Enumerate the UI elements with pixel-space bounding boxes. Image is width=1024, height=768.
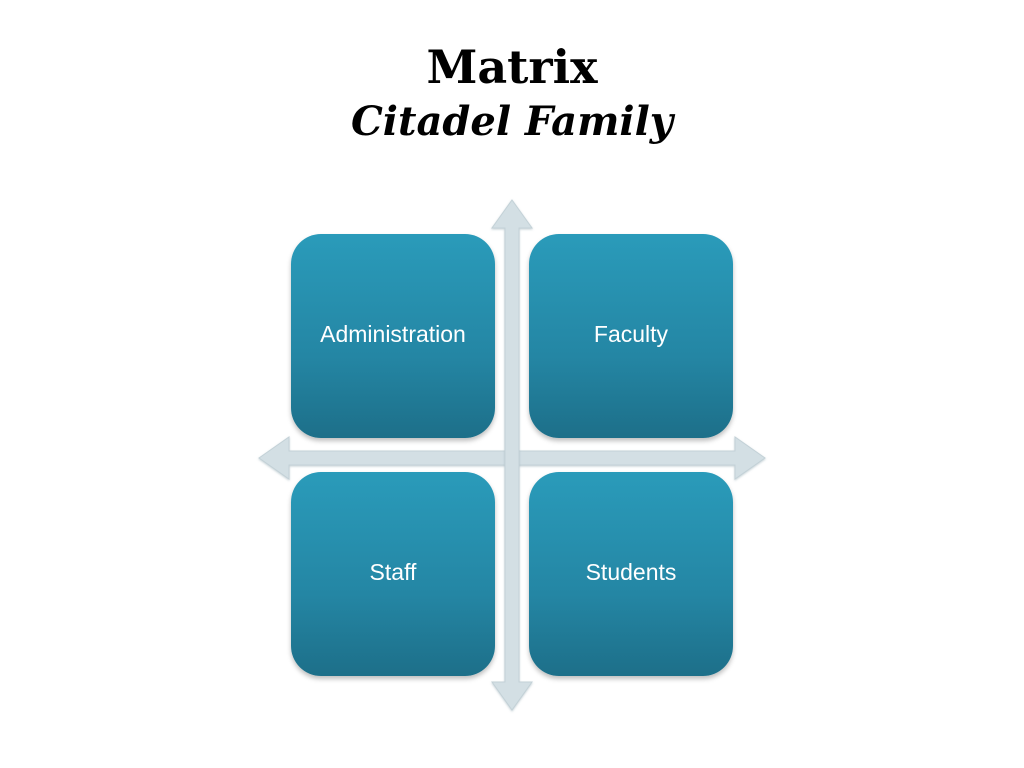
quadrant-label: Faculty [593,320,669,347]
quadrant-students[interactable]: Students [529,472,733,676]
slide-heading: Matrix [426,40,598,94]
slide-subheading: Citadel Family [350,98,674,145]
quadrant-label: Staff [369,558,417,585]
quadrant-label: Administration [320,320,466,347]
slide-title: Matrix Citadel Family [0,38,1024,148]
quadrant-staff[interactable]: Staff [291,472,495,676]
quadrant-faculty[interactable]: Faculty [529,234,733,438]
vertical-axis-arrow [491,199,533,711]
quadrant-label: Students [585,558,677,585]
quadrant-administration[interactable]: Administration [291,234,495,438]
